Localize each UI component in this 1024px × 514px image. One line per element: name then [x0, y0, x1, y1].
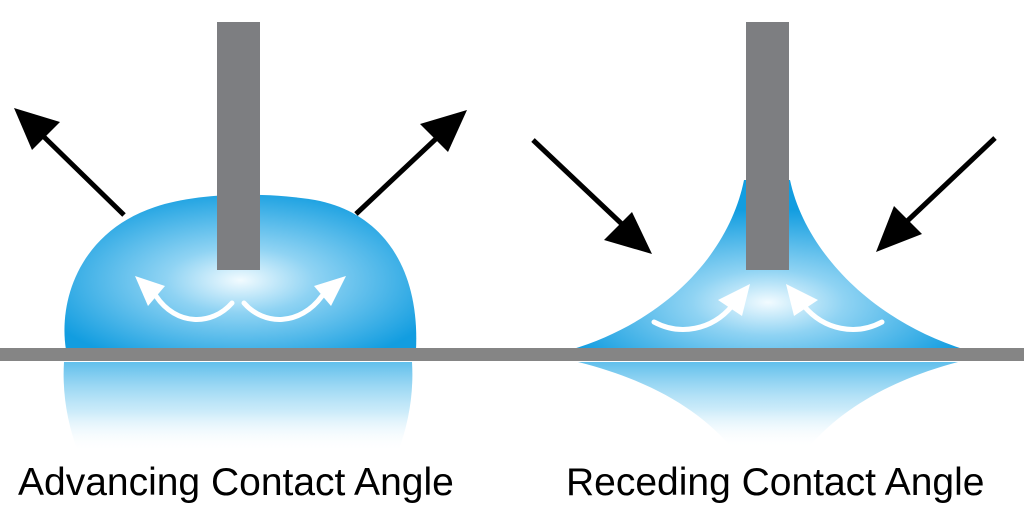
curved-arrow-icon	[651, 303, 735, 332]
advancing-drop-reflection	[63, 362, 413, 452]
advancing-panel	[14, 22, 467, 452]
receding-caption: Receding Contact Angle	[566, 461, 985, 504]
arrow-up-left-icon	[14, 108, 126, 217]
receding-needle	[746, 22, 789, 270]
solid-surface	[0, 348, 1024, 361]
receding-panel	[531, 22, 997, 448]
curved-arrow-icon	[241, 293, 325, 322]
arrow-down-left-icon	[876, 136, 997, 252]
advancing-caption: Advancing Contact Angle	[18, 461, 454, 504]
curved-arrow-icon	[153, 293, 235, 322]
advancing-droplet	[64, 194, 417, 350]
arrow-down-right-icon	[531, 138, 652, 254]
curved-arrow-head-icon	[135, 276, 165, 306]
arrow-up-right-icon	[354, 110, 467, 216]
advancing-needle	[217, 22, 260, 270]
curved-arrow-head-icon	[786, 284, 818, 316]
receding-drop-reflection	[578, 362, 958, 448]
curved-arrow-icon	[801, 303, 885, 332]
curved-arrow-head-icon	[314, 276, 346, 306]
curved-arrow-head-icon	[718, 284, 750, 316]
